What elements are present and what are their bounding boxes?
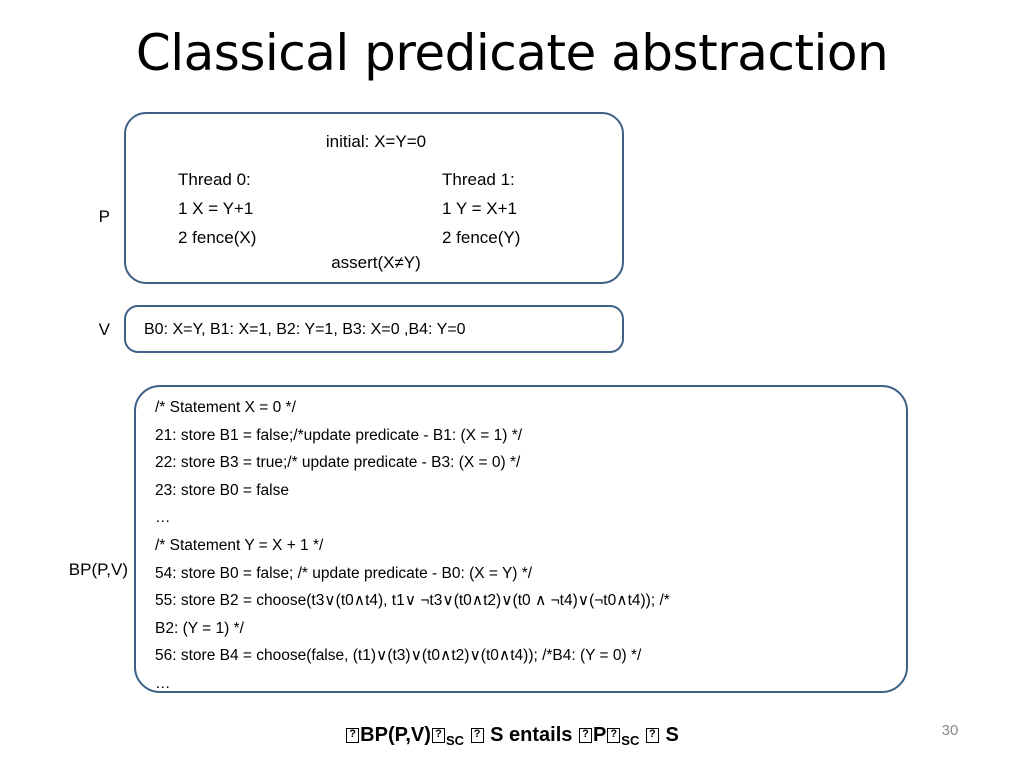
code-line-22: 22: store B3 = true;/* update predicate … — [155, 454, 521, 472]
caption-part-3: P — [592, 724, 607, 746]
predicates-box-label: V — [98, 320, 110, 339]
code-line-ellipsis-1: … — [155, 509, 172, 527]
thread-0-statement-2: 2 fence(X) — [178, 228, 257, 247]
thread-0-statement-1: 1 X = Y+1 — [178, 199, 254, 218]
missing-glyph-icon — [645, 728, 659, 743]
boolean-program-box: /* Statement X = 0 */ 21: store B1 = fal… — [134, 385, 908, 693]
code-line-21: 21: store B1 = false;/*update predicate … — [155, 426, 523, 444]
predicates-list: B0: X=Y, B1: X=1, B2: Y=1, B3: X=0 ,B4: … — [144, 321, 466, 338]
page-title: Classical predicate abstraction — [135, 24, 889, 82]
thread-1-column: Thread 1: 1 Y = X+1 2 fence(Y) — [442, 165, 520, 252]
thread-1-header: Thread 1: — [442, 170, 515, 189]
thread-0-header: Thread 0: — [178, 170, 251, 189]
caption-subscript-2: SC — [621, 733, 640, 748]
thread-1-statement-2: 2 fence(Y) — [442, 228, 521, 247]
thread-0-column: Thread 0: 1 X = Y+1 2 fence(X) — [178, 165, 256, 252]
thread-1-statement-1: 1 Y = X+1 — [442, 199, 517, 218]
code-line-55-continuation: B2: (Y = 1) */ — [155, 619, 244, 637]
page-number: 30 — [941, 722, 959, 739]
predicates-box: B0: X=Y, B1: X=1, B2: Y=1, B3: X=0 ,B4: … — [124, 305, 624, 353]
program-box: initial: X=Y=0 Thread 0: 1 X = Y+1 2 fen… — [124, 112, 624, 284]
boolean-program-code: /* Statement X = 0 */ 21: store B1 = fal… — [155, 394, 896, 698]
code-line-comment-stmt-y: /* Statement Y = X + 1 */ — [155, 536, 324, 554]
missing-glyph-icon — [431, 728, 445, 743]
program-initial-condition: initial: X=Y=0 — [325, 132, 427, 151]
boolean-program-box-label: BP(P,V) — [68, 560, 128, 579]
code-line-56: 56: store B4 = choose(false, (t1)∨(t3)∨(… — [155, 647, 642, 665]
code-line-23: 23: store B0 = false — [155, 481, 289, 499]
code-line-ellipsis-2: … — [155, 674, 172, 692]
caption-part-4: S — [665, 724, 679, 746]
code-line-54: 54: store B0 = false; /* update predicat… — [155, 564, 533, 582]
code-line-comment-stmt-x: /* Statement X = 0 */ — [155, 399, 296, 416]
caption-subscript-1: SC — [445, 733, 464, 748]
program-box-label: P — [98, 207, 110, 226]
missing-glyph-icon — [607, 728, 621, 743]
slide-caption: BP(P,V) SC S entails P SC S — [0, 722, 1024, 750]
caption-part-1: BP(P,V) — [360, 724, 431, 746]
missing-glyph-icon — [578, 728, 592, 743]
missing-glyph-icon — [470, 728, 484, 743]
program-assertion: assert(X≠Y) — [331, 253, 421, 272]
caption-part-2: S entails — [490, 724, 573, 746]
code-line-55: 55: store B2 = choose(t3∨(t0∧t4), t1∨ ¬t… — [155, 592, 670, 610]
missing-glyph-icon — [346, 728, 360, 743]
